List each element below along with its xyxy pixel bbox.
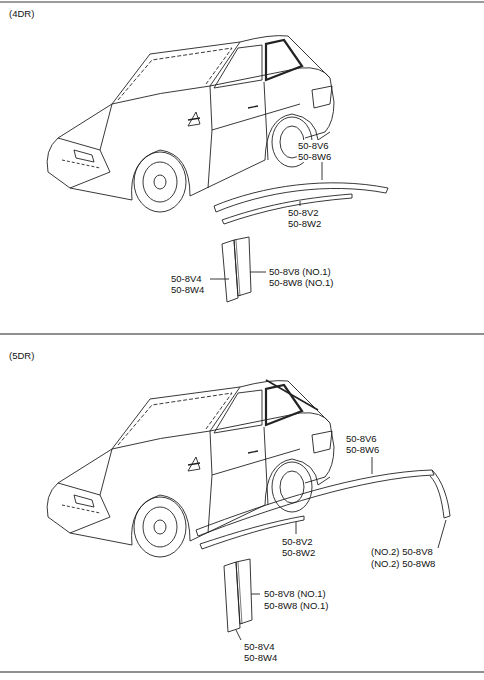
part-number: 50-8W6 bbox=[345, 444, 380, 455]
part-number: 50-8V6 bbox=[297, 140, 330, 151]
section-label: (5DR) bbox=[8, 350, 35, 361]
part-number: 50-8W8 (NO.1) bbox=[263, 600, 329, 611]
part-number: 50-8V6 bbox=[345, 433, 378, 444]
part-number: 50-8V2 bbox=[287, 207, 320, 218]
part-number: 50-8V4 bbox=[243, 641, 276, 652]
part-number: 50-8W2 bbox=[281, 547, 316, 558]
part-number: 50-8W4 bbox=[243, 652, 278, 663]
section-label: (4DR) bbox=[8, 8, 35, 19]
part-number: 50-8W6 bbox=[297, 151, 332, 162]
part-number: 50-8W8 (NO.1) bbox=[268, 277, 334, 288]
part-number: 50-8W4 bbox=[170, 284, 205, 295]
part-number: 50-8V4 bbox=[170, 273, 203, 284]
part-number: 50-8W2 bbox=[287, 218, 322, 229]
part-number: 50-8V8 (NO.1) bbox=[263, 588, 327, 599]
part-number: (NO.2) 50-8W8 bbox=[370, 558, 436, 569]
part-number: 50-8V2 bbox=[281, 536, 314, 547]
part-number: 50-8V8 (NO.1) bbox=[268, 266, 332, 277]
part-number: (NO.2) 50-8V8 bbox=[370, 546, 434, 557]
